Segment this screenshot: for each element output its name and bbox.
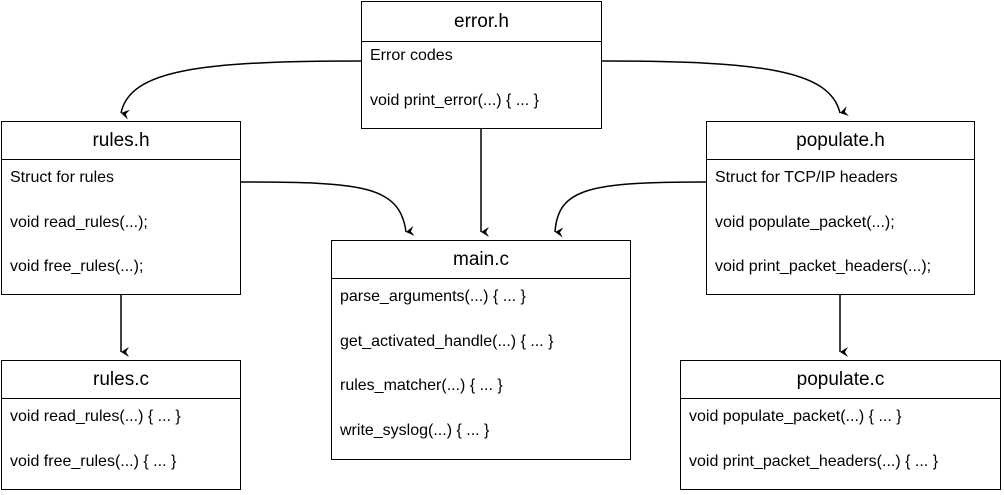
main-c-item: rules_matcher(...) { ... } (340, 377, 503, 394)
main-c-item: write_syslog(...) { ... } (340, 421, 490, 439)
main-c-title: main.c (332, 241, 630, 279)
populate-h-item: Struct for TCP/IP headers (715, 169, 898, 186)
error-h-item: Error codes (370, 47, 453, 64)
main-c-box: main.c parse_arguments(...) { ... } get_… (331, 240, 631, 460)
populate-h-box: populate.h Struct for TCP/IP headers voi… (706, 121, 975, 295)
rules-c-item: void read_rules(...) { ... } (10, 408, 181, 425)
error-h-item: void print_error(...) { ... } (370, 91, 539, 109)
populate-c-item: void populate_packet(...) { ... } (689, 408, 902, 425)
error-h-title: error.h (362, 2, 601, 42)
rules-h-item: void free_rules(...); (10, 258, 144, 275)
rules-c-item: void free_rules(...) { ... } (10, 452, 177, 470)
rules-c-box: rules.c void read_rules(...) { ... } voi… (1, 360, 241, 490)
populate-h-item: void print_packet_headers(...); (715, 258, 932, 275)
populate-c-box: populate.c void populate_packet(...) { .… (680, 360, 1001, 490)
rules-c-title: rules.c (2, 361, 240, 399)
populate-h-item: void populate_packet(...); (715, 213, 895, 231)
populate-c-item: void print_packet_headers(...) { ... } (689, 452, 939, 470)
arrow-populate-h-to-main-c (554, 181, 707, 238)
rules-h-title: rules.h (2, 122, 240, 160)
arrow-error-to-rules-h (120, 60, 362, 120)
rules-h-item: Struct for rules (10, 169, 115, 186)
error-h-box: error.h Error codes void print_error(...… (361, 1, 602, 129)
main-c-item: get_activated_handle(...) { ... } (340, 332, 554, 350)
rules-h-item: void read_rules(...); (10, 213, 148, 231)
rules-h-box: rules.h Struct for rules void read_rules… (1, 121, 241, 295)
arrow-error-to-populate-h (601, 60, 849, 117)
main-c-item: parse_arguments(...) { ... } (340, 288, 526, 305)
populate-h-title: populate.h (707, 122, 974, 160)
arrow-rules-h-to-main-c (240, 181, 415, 236)
populate-c-title: populate.c (681, 361, 1000, 399)
